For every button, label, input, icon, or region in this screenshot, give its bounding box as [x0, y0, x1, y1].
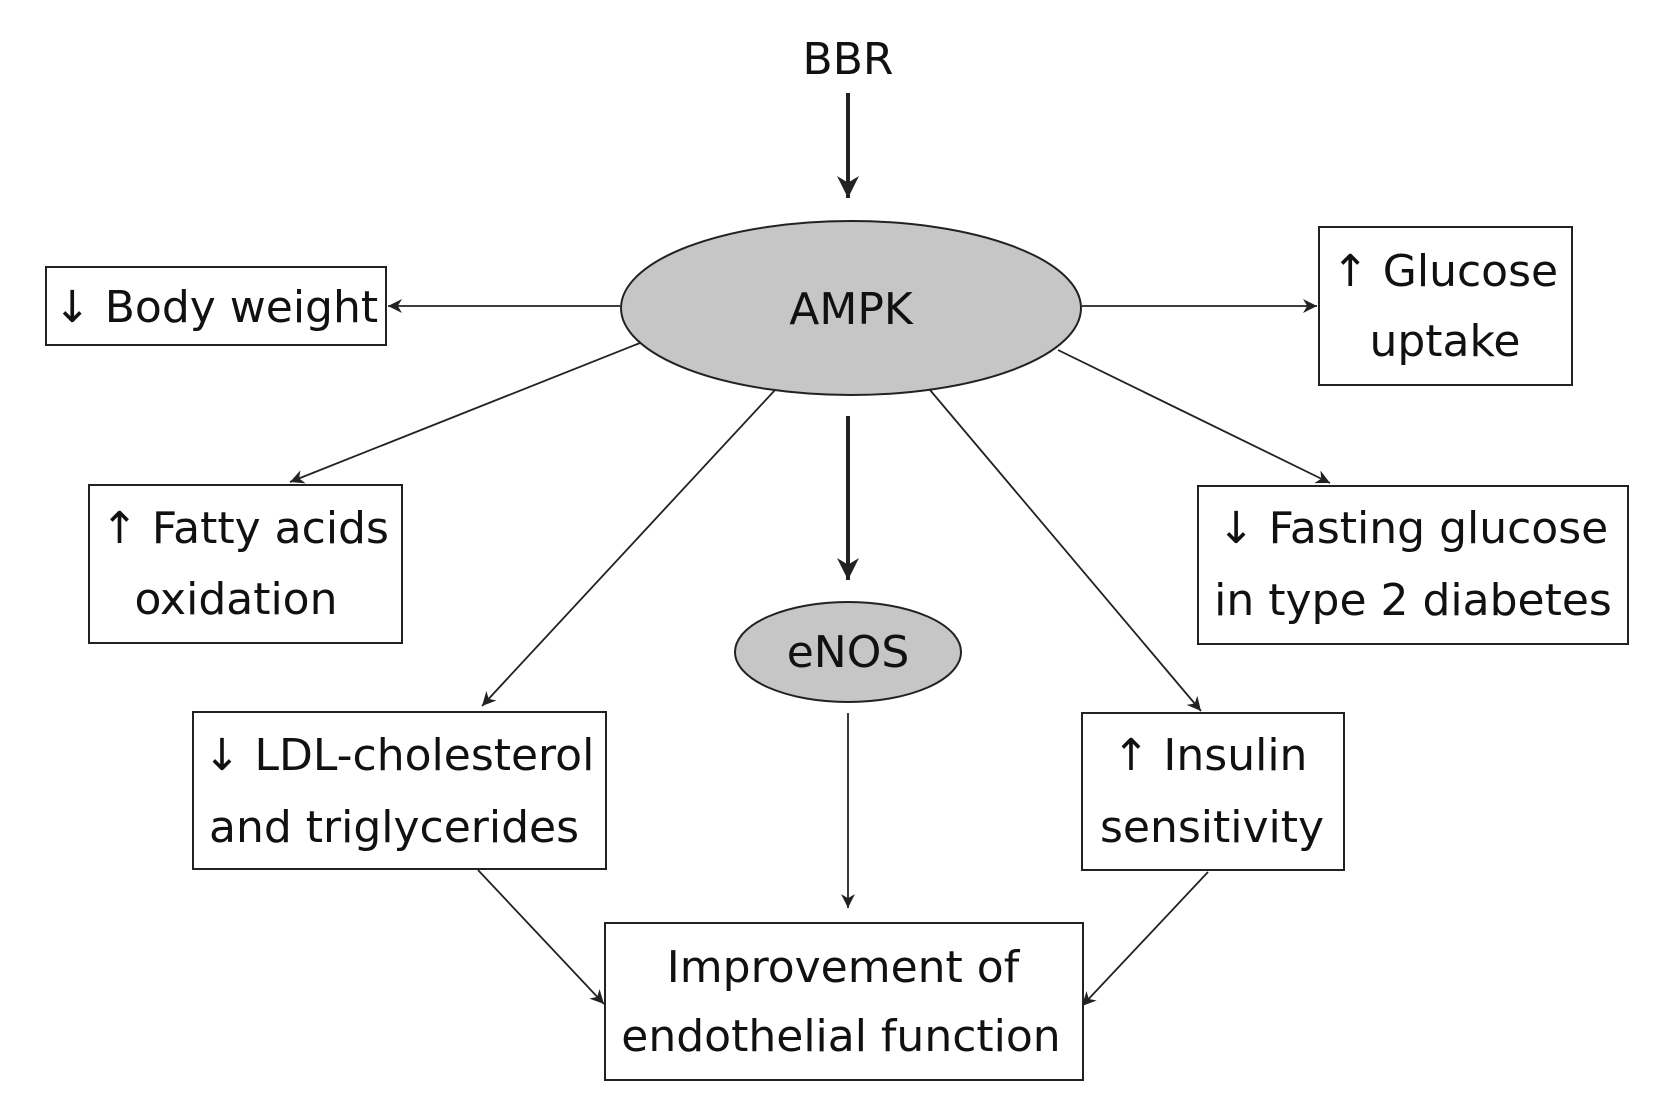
ldl-box	[192, 711, 607, 870]
node-ldl-line-1: ↓ LDL-cholesterol	[204, 730, 595, 781]
body-weight-box	[45, 266, 387, 346]
edge-insulin-to-endothelial	[1081, 871, 1209, 1007]
node-endothelial: Improvement of endothelial function	[604, 922, 1084, 1081]
node-bbr: BBR	[803, 34, 894, 85]
enos-ellipse	[734, 601, 962, 703]
node-bbr-label: BBR	[803, 34, 894, 85]
node-body-weight: ↓ Body weight	[45, 266, 387, 346]
node-ldl: ↓ LDL-cholesterol and triglycerides	[192, 711, 607, 870]
node-fasting-glucose-line-1: ↓ Fasting glucose	[1218, 503, 1608, 554]
node-ldl-line-2: and triglycerides	[209, 802, 579, 853]
edge-ampk-to-fasting-glucose	[1057, 349, 1331, 484]
node-ampk: AMPK	[620, 220, 1082, 396]
node-glucose-uptake: ↑ Glucose uptake	[1318, 226, 1573, 386]
edge-ampk-to-fatty-acids	[289, 342, 641, 484]
node-fatty-acids-line-2: oxidation	[134, 574, 337, 625]
node-fatty-acids: ↑ Fatty acids oxidation	[88, 484, 403, 644]
node-ampk-label: AMPK	[789, 284, 914, 335]
node-glucose-uptake-line-1: ↑ Glucose	[1332, 246, 1558, 297]
node-endothelial-line-2: endothelial function	[621, 1011, 1060, 1062]
edges-layer	[289, 93, 1331, 1007]
edge-ampk-to-ldl	[481, 389, 776, 707]
node-fasting-glucose-line-2: in type 2 diabetes	[1214, 575, 1612, 626]
ampk-ellipse	[620, 220, 1082, 396]
node-fasting-glucose: ↓ Fasting glucose in type 2 diabetes	[1197, 485, 1629, 645]
fasting-glucose-box	[1197, 485, 1629, 645]
glucose-uptake-box	[1318, 226, 1573, 386]
node-body-weight-label: ↓ Body weight	[54, 282, 378, 333]
node-endothelial-line-1: Improvement of	[667, 942, 1021, 993]
node-insulin: ↑ Insulin sensitivity	[1081, 712, 1345, 871]
node-glucose-uptake-line-2: uptake	[1369, 316, 1520, 367]
node-enos: eNOS	[734, 601, 962, 703]
edge-ldl-to-endothelial	[477, 869, 605, 1005]
node-enos-label: eNOS	[787, 627, 910, 678]
node-insulin-line-1: ↑ Insulin	[1113, 730, 1308, 781]
edge-ampk-to-insulin	[929, 389, 1202, 712]
endothelial-box	[604, 922, 1084, 1081]
insulin-box	[1081, 712, 1345, 871]
node-insulin-line-2: sensitivity	[1100, 802, 1324, 853]
node-fatty-acids-line-1: ↑ Fatty acids	[101, 503, 389, 554]
fatty-acids-box	[88, 484, 403, 644]
